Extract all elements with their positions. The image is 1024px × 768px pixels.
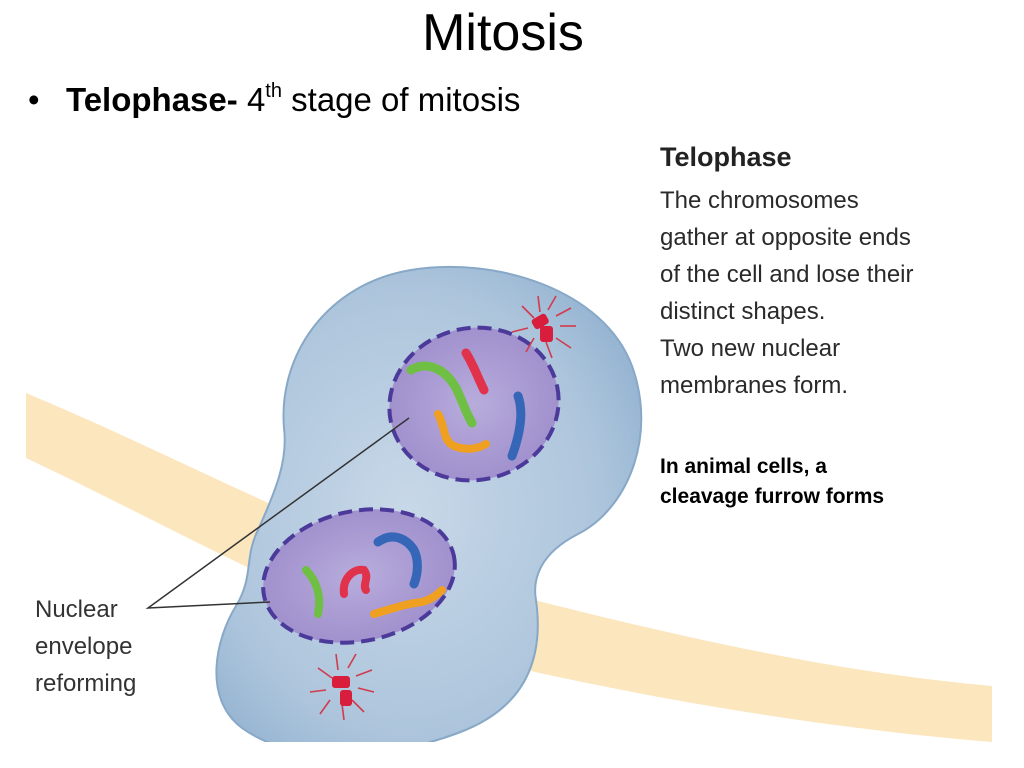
chromosome-blue-lower: [373, 532, 422, 589]
centriole-upper-a: [531, 313, 549, 330]
upper-centrosome: [511, 295, 576, 359]
telophase-figure: [26, 138, 992, 742]
chromosome-green-lower: [302, 566, 324, 618]
lower-aster-rays: [309, 653, 375, 721]
bullet-description: stage of mitosis: [281, 81, 521, 118]
cleavage-furrow-note: In animal cells, a cleavage furrow forms: [660, 455, 885, 508]
lower-centrosome: [309, 653, 375, 721]
bullet-point: • Telophase- 4th stage of mitosis: [28, 78, 520, 122]
chromosome-orange-lower: [370, 586, 446, 618]
centriole-upper-b: [540, 326, 553, 342]
centriole-lower-b: [340, 690, 352, 706]
upper-aster-rays: [511, 295, 576, 359]
chromosome-blue-upper: [507, 391, 526, 461]
chromosome-orange-upper: [434, 410, 490, 453]
bullet-dot-icon: •: [28, 81, 40, 118]
telophase-illustration: [26, 266, 992, 742]
panel-heading: Telophase: [660, 142, 792, 172]
chromosome-green-upper: [406, 361, 477, 428]
centriole-lower-a: [332, 676, 350, 688]
chromosome-red-upper: [461, 348, 489, 395]
ordinal-number: 4: [246, 81, 266, 118]
callout-leader-lines: [145, 417, 410, 609]
slide-title: Mitosis: [422, 4, 584, 62]
background-band: [26, 393, 992, 742]
ordinal-suffix: th: [265, 80, 282, 102]
bullet-term: Telophase-: [66, 81, 238, 118]
nuclear-envelope-callout: Nuclear envelope reforming: [35, 596, 137, 697]
panel-description: The chromosomes gather at opposite ends …: [660, 187, 914, 399]
chromosome-red-lower: [339, 565, 371, 598]
